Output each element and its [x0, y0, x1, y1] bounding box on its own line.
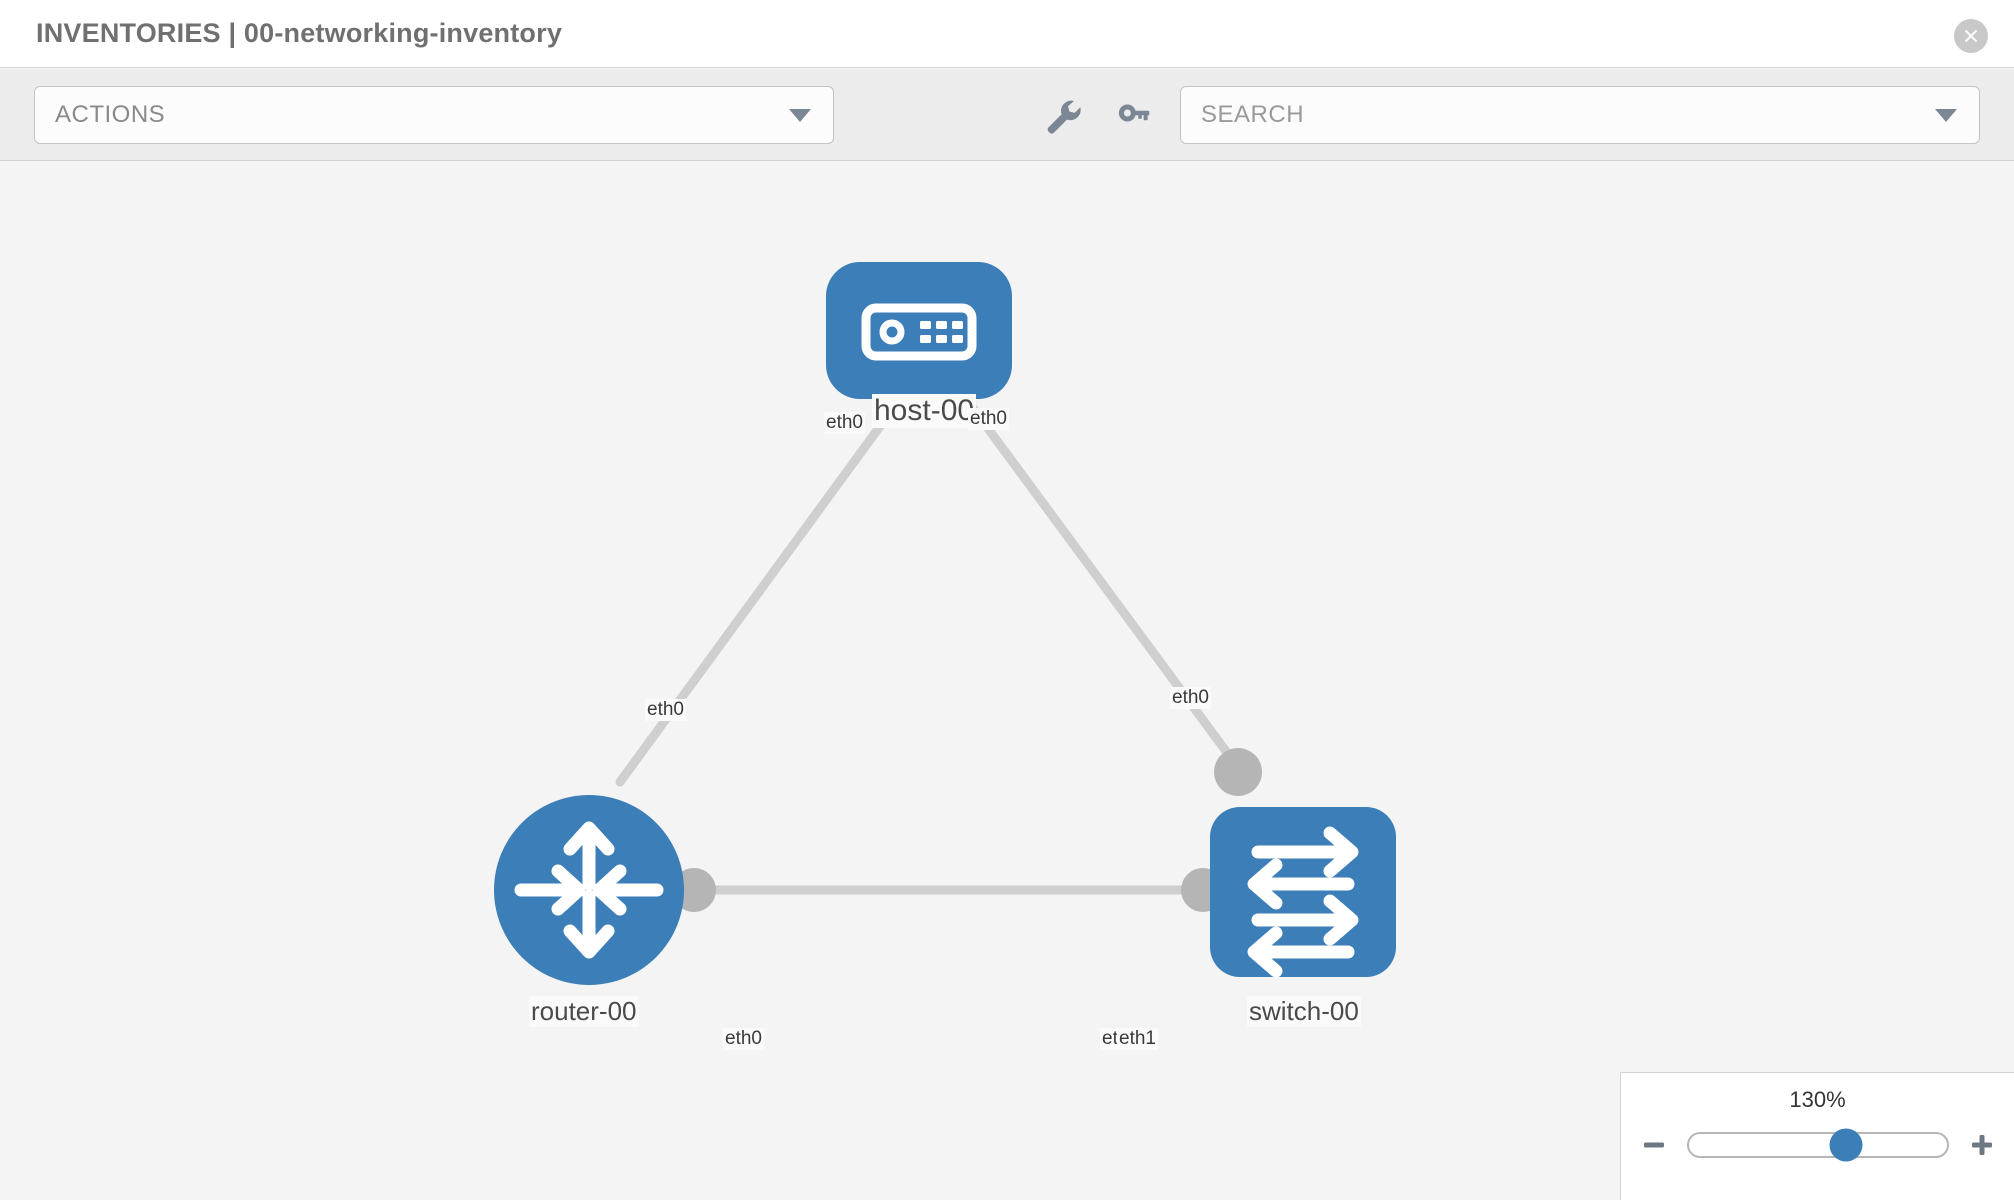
key-icon[interactable] [1110, 99, 1156, 135]
zoom-control-panel: 130% [1620, 1072, 2014, 1200]
port-label-host-right: eth0 [968, 408, 1009, 430]
topology-ports [672, 360, 1262, 912]
port-label-router-right: eth0 [723, 1028, 764, 1050]
port-label-router-upper: eth0 [645, 699, 686, 721]
topology-canvas[interactable]: host-00 router-00 switch-00 eth0 eth0 et… [0, 162, 2014, 1200]
node-router-00 [494, 795, 684, 985]
server-icon [861, 303, 977, 361]
wrench-icon[interactable] [1040, 99, 1086, 135]
zoom-slider[interactable] [1686, 1128, 1949, 1162]
chevron-down-icon[interactable] [1935, 108, 1957, 122]
zoom-level-value: 130% [1789, 1087, 1846, 1112]
port-label-switch-upper: eth0 [1170, 687, 1211, 709]
search-placeholder: SEARCH [1201, 101, 1305, 128]
node-label-switch-00: switch-00 [1247, 996, 1361, 1027]
actions-dropdown-label: ACTIONS [55, 101, 166, 128]
node-label-host-00: host-00 [872, 394, 977, 428]
node-switch-00 [1210, 807, 1396, 978]
zoom-out-button[interactable] [1639, 1130, 1669, 1160]
router-arrows-icon [514, 821, 664, 959]
link-host-switch [945, 372, 1250, 782]
port-switch-top [1214, 748, 1262, 796]
topology-graph [494, 262, 1396, 985]
actions-dropdown[interactable]: ACTIONS [34, 86, 834, 144]
port-label-host-left: eth0 [824, 412, 865, 434]
zoom-slider-thumb[interactable] [1829, 1128, 1863, 1162]
page-header: INVENTORIES | 00-networking-inventory [0, 0, 2014, 68]
port-label-switch-left: eth1 [1117, 1028, 1158, 1050]
zoom-in-button[interactable] [1967, 1130, 1997, 1160]
node-label-router-00: router-00 [529, 996, 639, 1027]
close-icon[interactable] [1954, 19, 1988, 53]
topology-links [615, 372, 1250, 895]
link-host-router [615, 372, 921, 787]
node-host-00 [826, 262, 1012, 399]
toolbar: ACTIONS SEARCH [0, 69, 2014, 161]
switch-arrows-icon [1247, 826, 1359, 978]
chevron-down-icon [789, 108, 811, 122]
page-title: INVENTORIES | 00-networking-inventory [36, 18, 563, 48]
search-input[interactable]: SEARCH [1180, 86, 1980, 144]
